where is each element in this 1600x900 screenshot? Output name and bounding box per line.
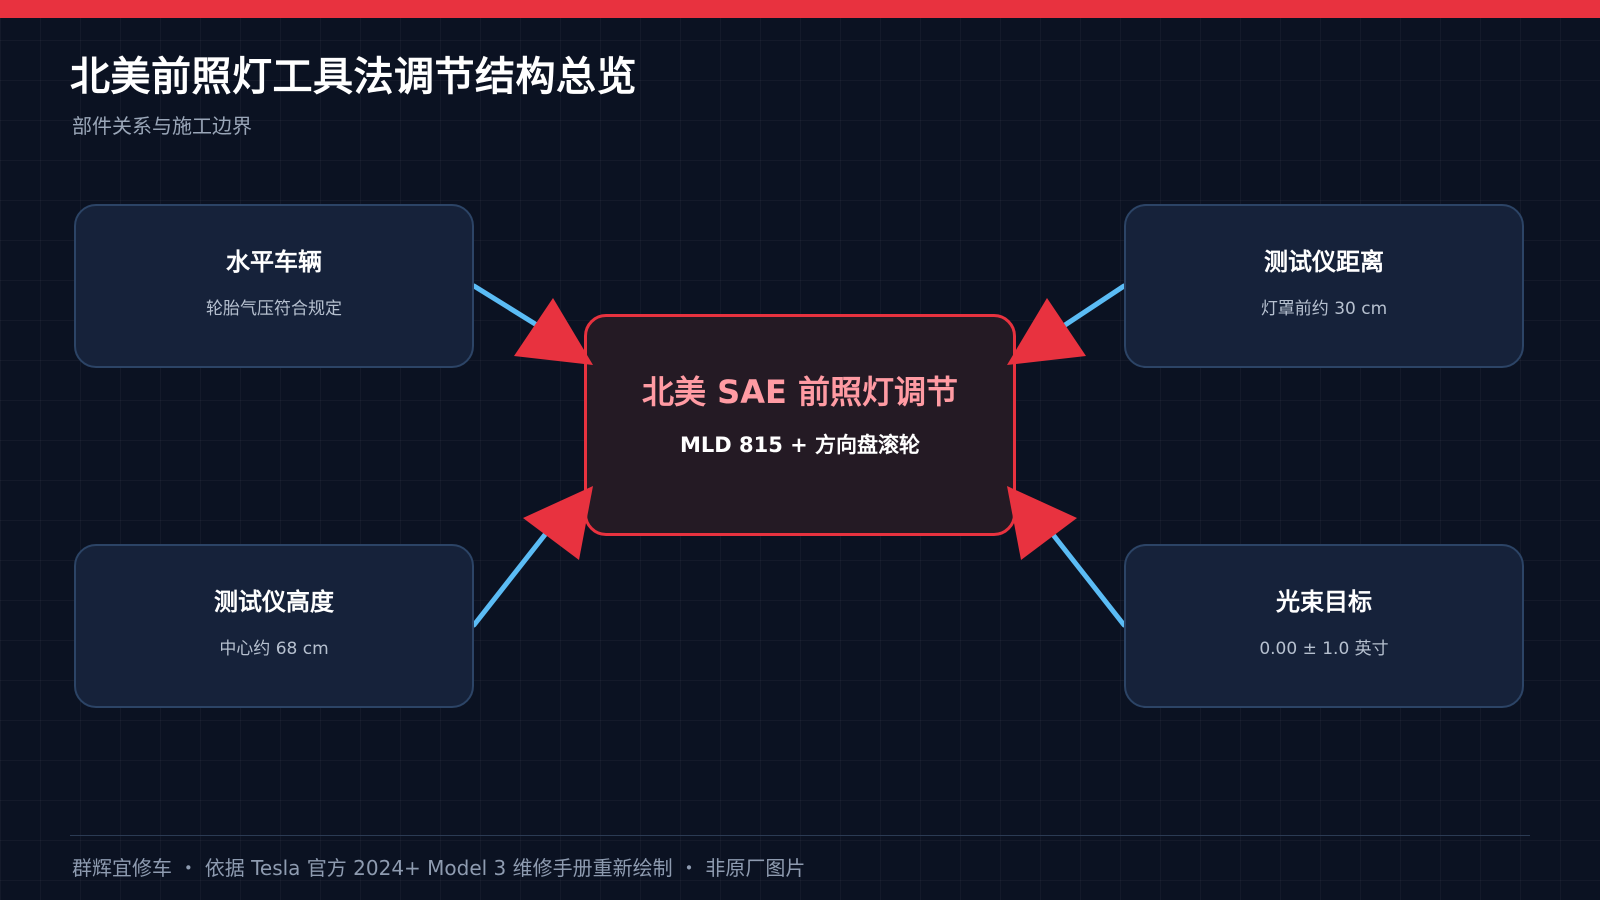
node-level-vehicle: 水平车辆 轮胎气压符合规定 [74, 204, 474, 368]
footer-divider [70, 835, 1530, 836]
center-node: 北美 SAE 前照灯调节 MLD 815 + 方向盘滚轮 [584, 314, 1016, 536]
node-description: 灯罩前约 30 cm [1260, 299, 1388, 319]
node-tester-height: 测试仪高度 中心约 68 cm [74, 544, 474, 708]
connector-line-bottom-left [471, 524, 554, 628]
node-description: 轮胎气压符合规定 [206, 299, 342, 319]
arrowhead-top-right [1007, 298, 1086, 365]
arrowhead-bottom-right [1007, 486, 1077, 560]
footer-credits: 群辉宜修车 ・ 依据 Tesla 官方 2024+ Model 3 维修手册重新… [72, 856, 806, 880]
page-title: 北美前照灯工具法调节结构总览 [70, 54, 637, 100]
node-title: 水平车辆 [226, 248, 322, 276]
node-tester-distance: 测试仪距离 灯罩前约 30 cm [1124, 204, 1524, 368]
connector-line-bottom-right [1044, 524, 1127, 628]
center-node-title: 北美 SAE 前照灯调节 [642, 373, 958, 411]
arrowhead-bottom-left [523, 486, 593, 560]
connector-line-top-left [471, 283, 543, 330]
top-accent-bar [0, 0, 1600, 18]
center-node-description: MLD 815 + 方向盘滚轮 [679, 433, 921, 457]
node-description: 0.00 ± 1.0 英寸 [1259, 639, 1389, 659]
node-description: 中心约 68 cm [219, 639, 329, 659]
page-subtitle: 部件关系与施工边界 [72, 114, 252, 138]
node-title: 测试仪距离 [1264, 248, 1384, 276]
node-title: 光束目标 [1276, 588, 1372, 616]
node-title: 测试仪高度 [214, 588, 334, 616]
node-beam-target: 光束目标 0.00 ± 1.0 英寸 [1124, 544, 1524, 708]
connector-line-top-right [1059, 283, 1127, 330]
arrowhead-top-left [514, 298, 593, 365]
